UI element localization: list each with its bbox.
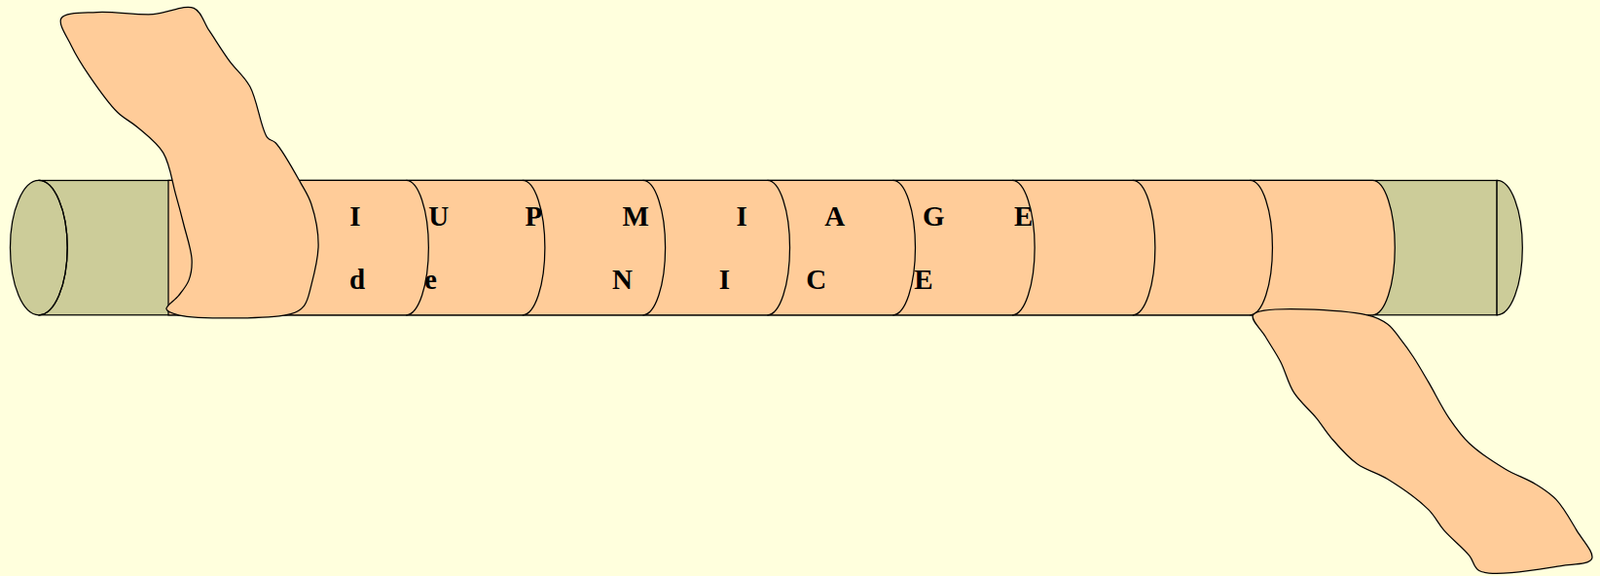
strip-tail bbox=[1252, 309, 1593, 575]
strip-turn bbox=[1012, 180, 1035, 315]
cipher-letter: E bbox=[913, 265, 933, 294]
cipher-letter: G bbox=[922, 202, 946, 231]
wrapped-strip bbox=[168, 180, 1395, 315]
strip-turn bbox=[892, 180, 915, 315]
rod-end-edge bbox=[38, 180, 68, 315]
strip-turn bbox=[1132, 180, 1156, 315]
cipher-letter: P bbox=[524, 202, 543, 231]
strip-turn bbox=[643, 180, 666, 315]
cipher-letter: I bbox=[736, 202, 748, 231]
rod-end bbox=[1496, 180, 1523, 315]
strip-turn bbox=[522, 180, 546, 315]
cipher-letter: C bbox=[805, 265, 827, 294]
cipher-letter: U bbox=[428, 202, 449, 231]
rod-end bbox=[9, 180, 68, 315]
strip-turn bbox=[1249, 180, 1273, 315]
cipher-letter: M bbox=[622, 202, 650, 231]
strip-turn bbox=[766, 180, 790, 315]
cipher-letter: A bbox=[824, 202, 845, 231]
cipher-letter: d bbox=[349, 265, 365, 294]
cipher-letter: I bbox=[719, 265, 730, 294]
cipher-letter: I bbox=[349, 202, 361, 231]
strip-tail bbox=[60, 6, 319, 319]
cipher-letter: E bbox=[1014, 202, 1033, 231]
strip-turn bbox=[405, 180, 429, 315]
cipher-letter: N bbox=[612, 265, 633, 294]
cipher-letter: e bbox=[424, 265, 437, 294]
